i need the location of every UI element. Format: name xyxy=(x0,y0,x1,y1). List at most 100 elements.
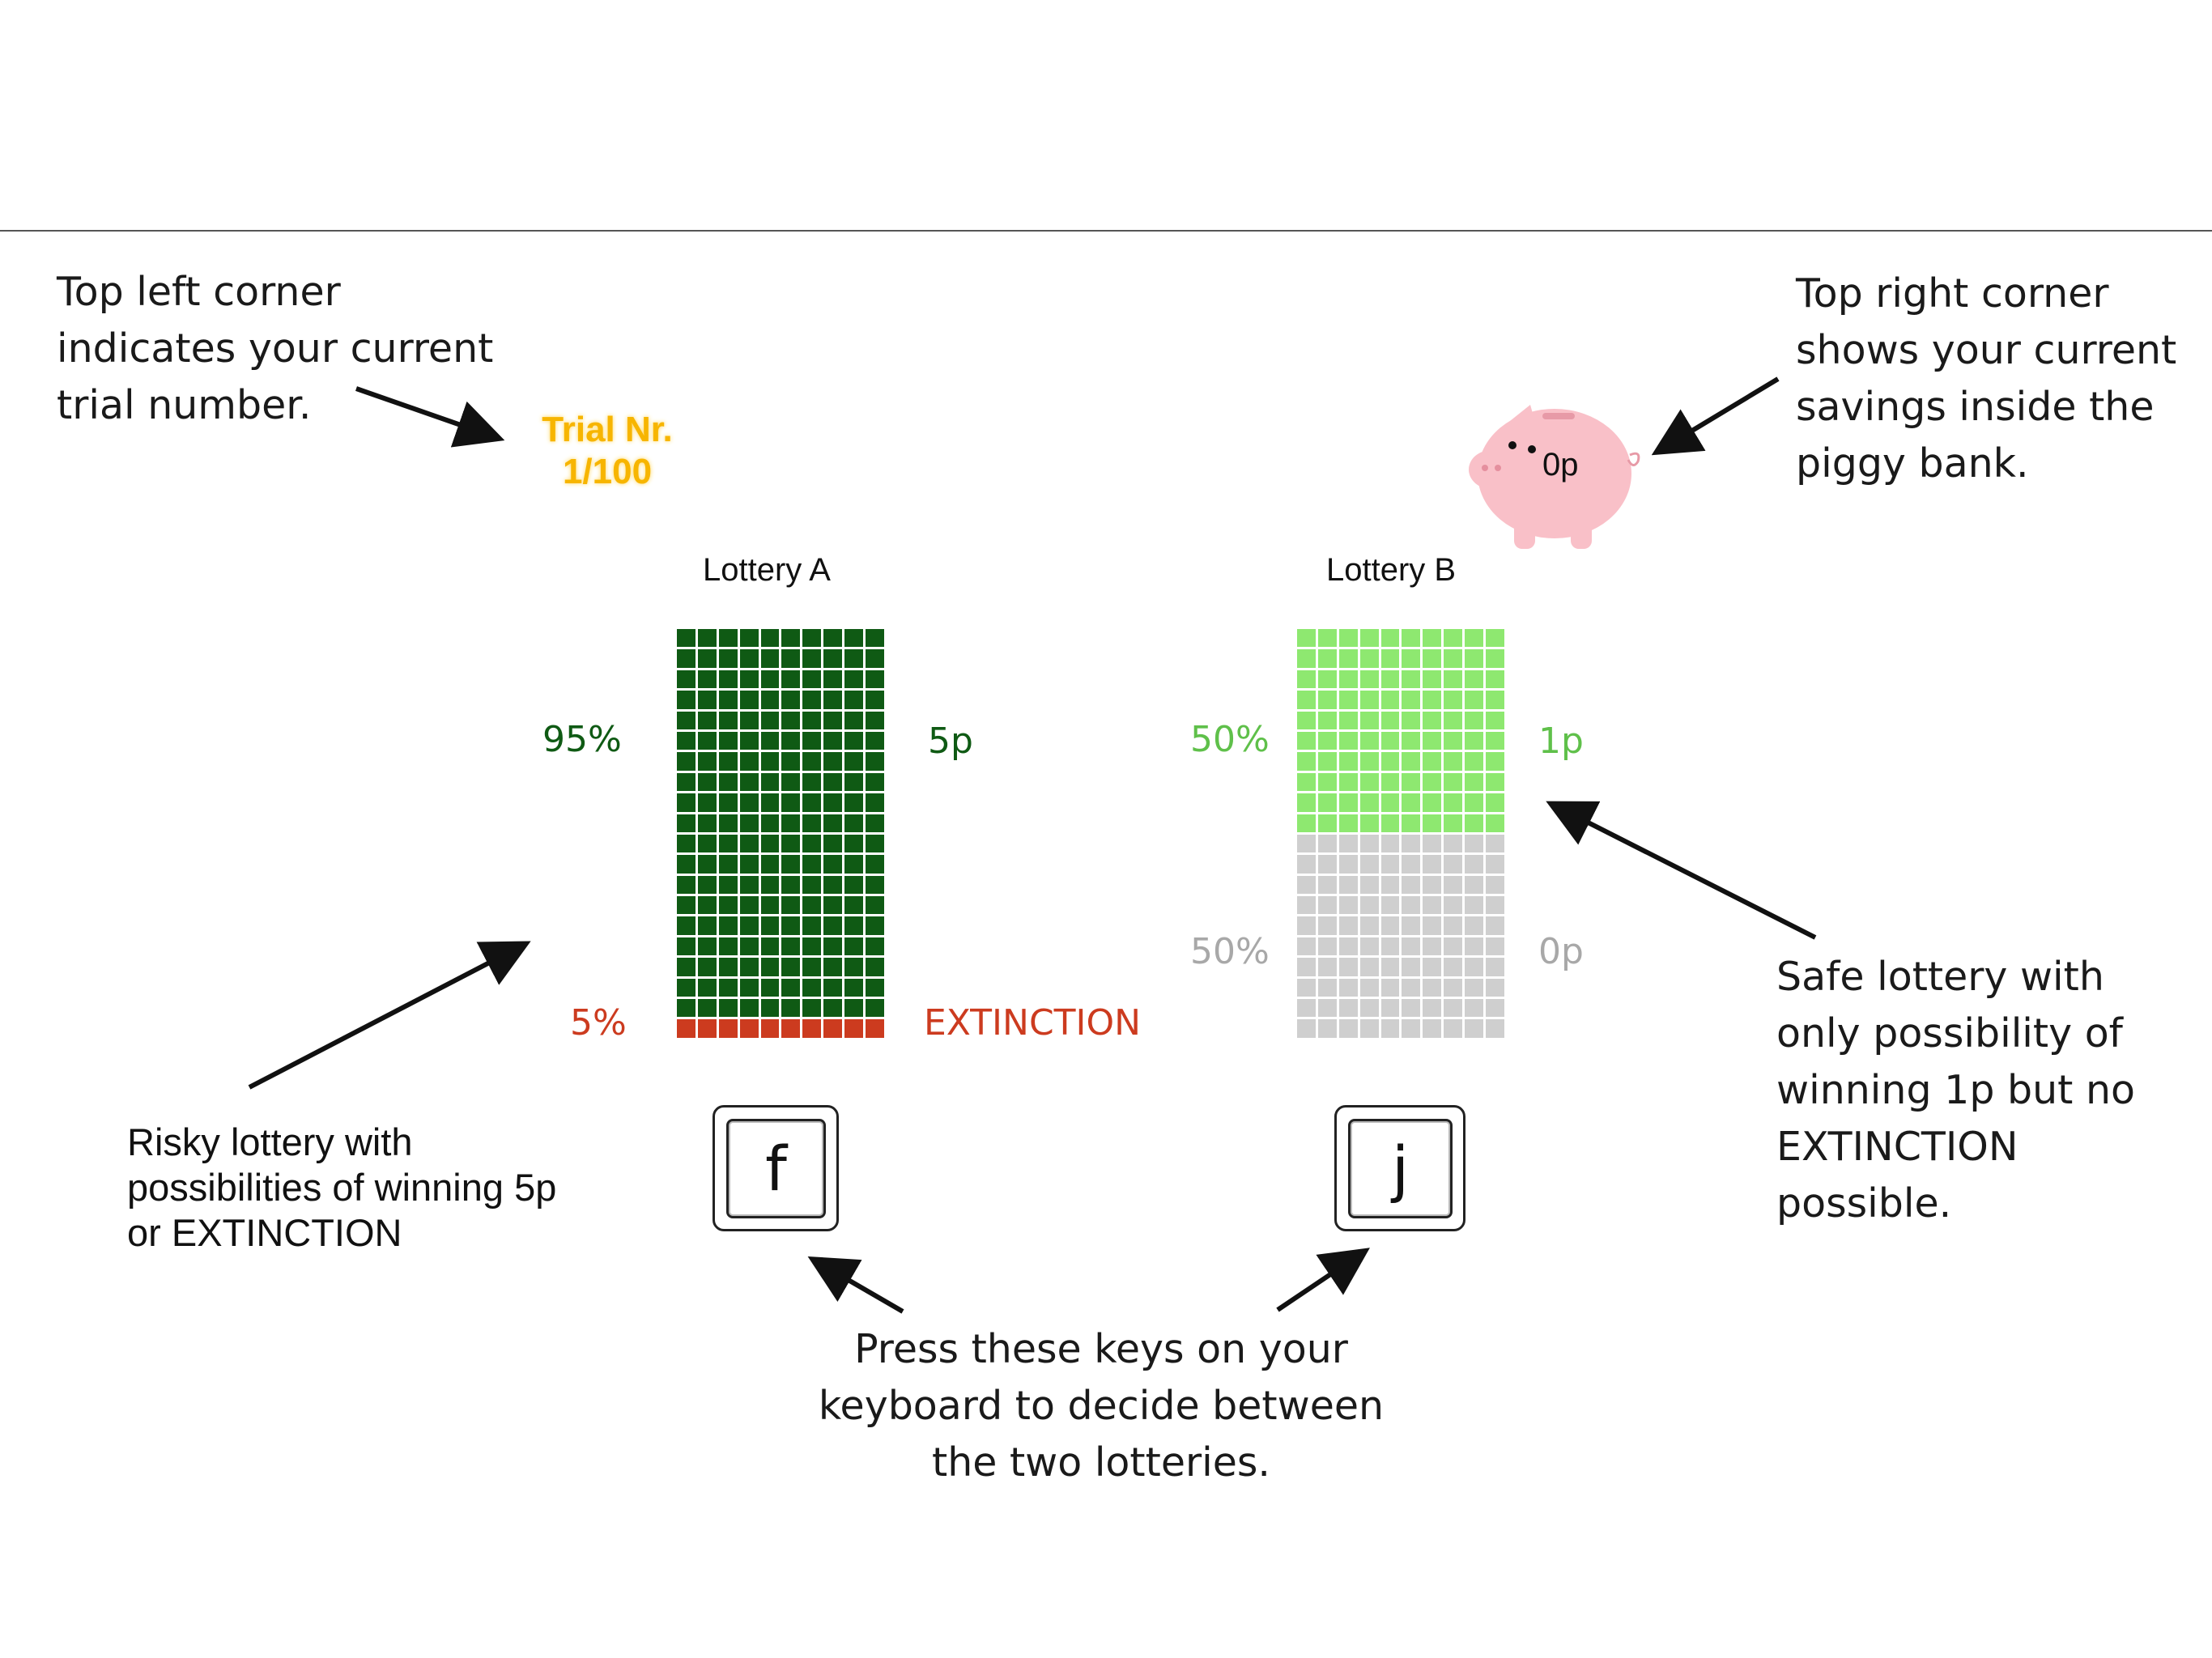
lottery-a-win-cell xyxy=(802,670,822,689)
lottery-b-zero-cell xyxy=(1359,958,1379,976)
lottery-b-win-cell xyxy=(1297,629,1316,648)
lottery-a-win-cell xyxy=(802,752,822,771)
lottery-a-win-cell xyxy=(718,772,738,792)
lottery-a-top-probability: 95% xyxy=(542,719,622,760)
lottery-a-extinction-cell xyxy=(677,1019,696,1038)
lottery-b-zero-cell xyxy=(1359,855,1379,874)
lottery-a-win-cell xyxy=(697,691,717,709)
lottery-a-win-cell xyxy=(697,937,717,956)
lottery-a-win-cell xyxy=(802,731,822,750)
lottery-a-win-cell xyxy=(844,978,864,997)
lottery-a-win-cell xyxy=(781,875,801,895)
lottery-b-zero-cell xyxy=(1402,875,1421,895)
lottery-a-win-cell xyxy=(760,999,780,1018)
lottery-b-win-cell xyxy=(1359,629,1379,648)
lottery-a-win-cell xyxy=(718,875,738,895)
lottery-b-zero-cell xyxy=(1317,834,1337,853)
lottery-b-zero-cell xyxy=(1338,978,1358,997)
note-line: the two lotteries. xyxy=(931,1439,1270,1486)
lottery-b-win-cell xyxy=(1297,670,1316,689)
lottery-a-win-cell xyxy=(760,752,780,771)
lottery-a-win-cell xyxy=(781,999,801,1018)
lottery-b-win-cell xyxy=(1423,670,1442,689)
lottery-b-title: Lottery B xyxy=(1326,552,1457,588)
lottery-a-win-cell xyxy=(677,916,696,935)
key-j-button[interactable]: j xyxy=(1334,1105,1465,1231)
lottery-b-win-cell xyxy=(1402,793,1421,812)
lottery-b-zero-cell xyxy=(1465,958,1484,976)
lottery-a-bottom-probability: 5% xyxy=(570,1002,627,1044)
lottery-a-win-cell xyxy=(739,834,759,853)
lottery-b-win-cell xyxy=(1317,752,1337,771)
lottery-a-win-cell xyxy=(760,649,780,668)
lottery-b-win-cell xyxy=(1486,691,1504,709)
trial-counter: Trial Nr. 1/100 xyxy=(526,409,688,493)
lottery-b-win-cell xyxy=(1297,772,1316,792)
lottery-b-win-cell xyxy=(1338,629,1358,648)
lottery-a-win-cell xyxy=(677,978,696,997)
lottery-b-zero-cell xyxy=(1297,937,1316,956)
lottery-a-win-cell xyxy=(697,772,717,792)
note-line: piggy bank. xyxy=(1796,440,2029,487)
lottery-a-win-cell xyxy=(781,731,801,750)
lottery-b-zero-cell xyxy=(1423,896,1442,915)
lottery-a-win-cell xyxy=(866,916,884,935)
note-line: possible. xyxy=(1776,1180,1952,1226)
lottery-b-zero-cell xyxy=(1317,937,1337,956)
lottery-a-win-cell xyxy=(718,670,738,689)
lottery-b-win-cell xyxy=(1423,814,1442,832)
lottery-b-top-outcome: 1p xyxy=(1538,721,1584,762)
note-line: possibilities of winning 5p xyxy=(127,1166,557,1209)
lottery-b-win-cell xyxy=(1317,814,1337,832)
lottery-a-win-cell xyxy=(760,937,780,956)
lottery-a-win-cell xyxy=(802,896,822,915)
lottery-a-extinction-cell xyxy=(781,1019,801,1038)
lottery-b-zero-cell xyxy=(1486,999,1504,1018)
lottery-a-win-cell xyxy=(739,793,759,812)
lottery-a-win-cell xyxy=(844,814,864,832)
lottery-a-top-outcome: 5p xyxy=(928,721,973,762)
lottery-a-win-cell xyxy=(760,670,780,689)
lottery-a-win-cell xyxy=(760,629,780,648)
lottery-b-win-cell xyxy=(1423,691,1442,709)
lottery-b-zero-cell xyxy=(1423,999,1442,1018)
lottery-b-zero-cell xyxy=(1486,937,1504,956)
lottery-a-win-cell xyxy=(866,834,884,853)
lottery-b-zero-cell xyxy=(1359,896,1379,915)
lottery-b-win-cell xyxy=(1380,752,1400,771)
lottery-b-zero-cell xyxy=(1297,999,1316,1018)
lottery-a-win-cell xyxy=(866,896,884,915)
lottery-a-win-cell xyxy=(677,649,696,668)
lottery-a-win-cell xyxy=(866,793,884,812)
key-f-button[interactable]: f xyxy=(713,1105,839,1231)
lottery-a-win-cell xyxy=(844,896,864,915)
lottery-b-zero-cell xyxy=(1317,978,1337,997)
lottery-b-win-cell xyxy=(1317,629,1337,648)
lottery-a-win-cell xyxy=(844,916,864,935)
lottery-b-win-cell xyxy=(1423,711,1442,729)
lottery-a-win-cell xyxy=(823,629,843,648)
lottery-b-win-cell xyxy=(1338,711,1358,729)
lottery-b-zero-cell xyxy=(1444,875,1463,895)
lottery-a-extinction-cell xyxy=(697,1019,717,1038)
lottery-a-grid xyxy=(677,629,884,1038)
note-line: Risky lottery with xyxy=(127,1120,413,1163)
lottery-b-zero-cell xyxy=(1359,978,1379,997)
lottery-b-zero-cell xyxy=(1423,937,1442,956)
lottery-a-win-cell xyxy=(697,649,717,668)
lottery-b-zero-cell xyxy=(1465,937,1484,956)
lottery-b-zero-cell xyxy=(1465,855,1484,874)
lottery-b-zero-cell xyxy=(1380,958,1400,976)
lottery-a-win-cell xyxy=(781,752,801,771)
lottery-b-win-cell xyxy=(1338,752,1358,771)
lottery-b-zero-cell xyxy=(1338,875,1358,895)
lottery-a-win-cell xyxy=(802,958,822,976)
lottery-a-win-cell xyxy=(718,999,738,1018)
lottery-b-zero-cell xyxy=(1338,1019,1358,1038)
lottery-a-win-cell xyxy=(739,958,759,976)
lottery-a-win-cell xyxy=(697,834,717,853)
lottery-a-win-cell xyxy=(739,875,759,895)
lottery-a-win-cell xyxy=(844,711,864,729)
lottery-a-win-cell xyxy=(718,793,738,812)
